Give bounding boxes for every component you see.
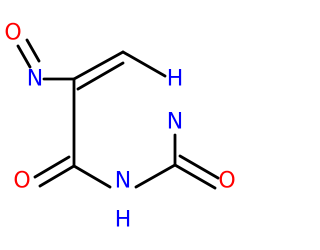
chemical-structure: O N H N N H O O (4, 21, 235, 233)
atom-labels: O N H N N H O O (4, 21, 235, 233)
bond-c4-o-1 (38, 164, 76, 188)
atom-nitrogen-n3: N (115, 169, 131, 194)
bond-c6-n1 (121, 50, 167, 78)
bond-o-n-nitroso-2 (25, 38, 41, 63)
bond-c2-o-1 (173, 163, 217, 190)
atom-hydrogen-n3: H (115, 208, 132, 233)
bond-c4-o-2 (33, 155, 71, 179)
bond-c5-c6-2 (76, 61, 125, 91)
atom-nitrogen-n1: N (167, 110, 183, 135)
bond-c5-c6-1 (72, 50, 125, 81)
atom-hydrogen-n1: H (167, 67, 184, 92)
atom-oxygen-c4: O (13, 169, 30, 194)
atom-nitroso-oxygen: O (4, 21, 21, 46)
bonds (16, 38, 220, 190)
bond-c2-n3 (134, 163, 177, 189)
atom-nitroso-nitrogen: N (27, 67, 43, 92)
bond-n3-c4 (72, 164, 112, 189)
atom-oxygen-c2: O (218, 169, 235, 194)
bond-c2-o-2 (178, 154, 220, 180)
bond-o-n-nitroso-1 (16, 44, 32, 69)
